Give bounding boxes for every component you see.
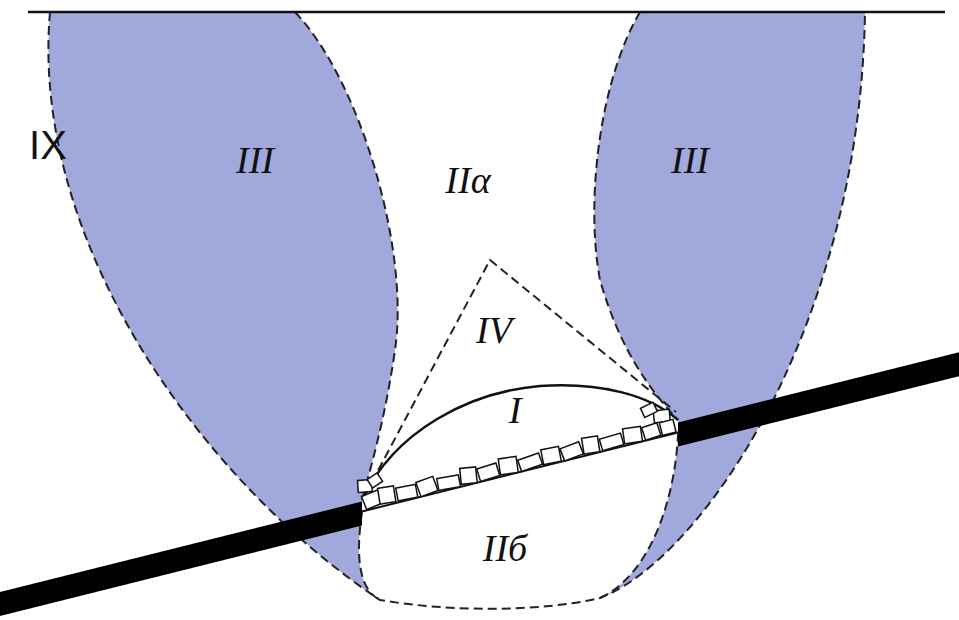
zone-label: I — [509, 391, 522, 429]
zone-fill — [594, 12, 865, 598]
figure-number: IX — [29, 125, 67, 165]
coal-seam — [0, 502, 362, 617]
zone-label: IIα — [445, 161, 490, 199]
ground-surface — [28, 11, 945, 14]
inner-boundary — [594, 12, 678, 420]
caving-boundary — [362, 385, 678, 500]
zone-label: IIб — [483, 529, 527, 567]
coal-seam — [678, 352, 959, 446]
inner-boundary — [295, 12, 398, 500]
zone-label: III — [671, 141, 709, 179]
seam-floor — [362, 433, 678, 512]
zone-label: IV — [476, 311, 512, 349]
outer-boundary — [48, 12, 865, 609]
vault-triangle — [365, 260, 676, 495]
lower-boundary — [600, 434, 678, 598]
zone-label: III — [236, 141, 274, 179]
lower-boundary — [359, 512, 380, 600]
